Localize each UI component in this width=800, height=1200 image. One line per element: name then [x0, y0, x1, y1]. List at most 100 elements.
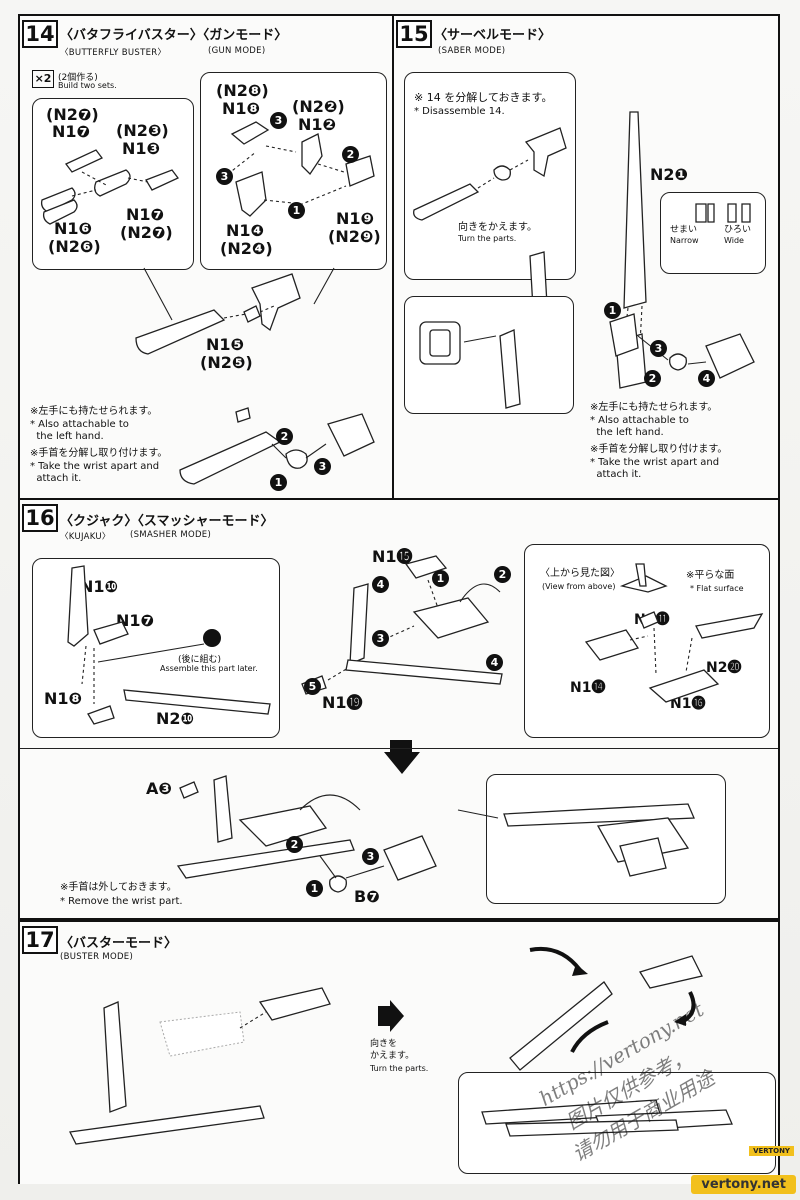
view-from-above-jp: 〈上から見た図〉: [540, 568, 620, 579]
note-left-hand-en: * Also attachable to the left hand.: [590, 415, 689, 438]
step-number: 14: [22, 20, 58, 48]
part-code: N1❼: [126, 205, 165, 224]
step-number: 17: [22, 926, 58, 954]
step-marker: 1: [306, 880, 323, 897]
step-marker: 3: [270, 112, 287, 129]
part-code: (N2❻): [48, 237, 101, 256]
part-code: (N2❸): [116, 121, 169, 140]
brand-badge-small: VERTONY: [749, 1146, 794, 1156]
part-code: N1❺: [206, 335, 245, 354]
part-code: (N2❼): [46, 105, 99, 124]
brand-badge: vertony.net: [691, 1175, 796, 1194]
disassemble-jp: ※ 14 を分解しておきます。: [414, 91, 553, 104]
step-marker: 2: [494, 566, 511, 583]
step-title-jp: 〈バタフライバスター〉〈ガンモード〉: [60, 28, 288, 43]
build-count-badge: ×2: [32, 70, 54, 88]
down-arrow-icon: [384, 740, 420, 774]
part-code: N1⓮: [570, 680, 606, 696]
part-code: B❼: [354, 887, 380, 906]
detail-drawing: [419, 321, 521, 409]
part-code: (N2❼): [120, 223, 173, 242]
part-code: N1❷: [298, 115, 337, 134]
part-code: N1❽: [222, 99, 261, 118]
note-wrist-jp: ※手首は外しておきます。: [60, 882, 177, 893]
step-marker: 3: [650, 340, 667, 357]
narrow-en: Narrow: [670, 236, 699, 245]
right-arrow-icon: [378, 1000, 404, 1032]
part-code: N1❿: [80, 577, 119, 596]
part-code: (N2❹): [220, 239, 273, 258]
hand-attach-drawing: [179, 407, 375, 485]
gun-assembly-drawing: [135, 267, 335, 355]
step-marker: 1: [270, 474, 287, 491]
disassemble-box: [404, 72, 576, 280]
assemble-later-jp: (後に組む): [178, 655, 222, 665]
step-marker: 3: [362, 848, 379, 865]
note-wrist-en: * Remove the wrist part.: [60, 896, 183, 907]
disassemble-drawing: [413, 127, 567, 221]
step-marker: 1: [432, 570, 449, 587]
part-code: N1⓰: [670, 696, 706, 712]
section-divider: [20, 748, 778, 749]
step-title-en: (BUSTER MODE): [60, 952, 134, 962]
step-title-en: (SABER MODE): [438, 46, 506, 56]
step-mode-en: (SMASHER MODE): [130, 530, 212, 540]
step-mode-en: (GUN MODE): [208, 46, 266, 56]
flat-surface-jp: ※平らな面: [686, 570, 735, 581]
part-code: N1❾: [336, 209, 375, 228]
note-left-hand-jp: ※左手にも持たせられます。: [590, 402, 718, 413]
turn-parts-jp: 向きを かえます。: [370, 1039, 415, 1061]
narrow-jp: せまい: [670, 225, 698, 235]
barrel-parts-drawing: [40, 149, 180, 225]
step-number: 16: [22, 504, 58, 532]
part-code: (N2❷): [292, 97, 345, 116]
step-title-jp: 〈バスターモード〉: [60, 936, 178, 951]
wide-jp: ひろい: [724, 225, 752, 235]
note-left-hand-en: * Also attachable to the left hand.: [30, 419, 129, 442]
part-code: N1❻: [54, 219, 93, 238]
step-14-panel: 14 〈バタフライバスター〉〈ガンモード〉 〈BUTTERFLY BUSTER〉…: [18, 14, 394, 500]
width-icons: [695, 203, 751, 223]
note-left-hand-jp: ※左手にも持たせられます。: [30, 406, 158, 417]
step-marker: 2: [342, 146, 359, 163]
assemble-later-en: Assemble this part later.: [160, 664, 258, 673]
step-16-panel: 16 〈クジャク〉〈スマッシャーモード〉 〈KUJAKU〉 (SMASHER M…: [18, 498, 780, 920]
step-marker: 2: [286, 836, 303, 853]
part-code: (N2❽): [216, 81, 269, 100]
buster-assembly-right: [509, 947, 703, 1071]
part-code: N1❼: [52, 122, 91, 141]
smasher-held-drawing: [457, 803, 695, 877]
turn-parts-en: Turn the parts.: [370, 1064, 429, 1073]
note-wrist-en: * Take the wrist apart and attach it.: [590, 457, 720, 480]
step-15-panel: 15 〈サーベルモード〉 (SABER MODE) ※ 14 を分解しておきます…: [392, 14, 780, 500]
part-code: (N2❺): [200, 353, 253, 372]
part-code: N2❿: [156, 709, 195, 728]
step-marker: 3: [216, 168, 233, 185]
wing-parts-drawing: [584, 563, 764, 703]
flat-surface-en: * Flat surface: [690, 584, 744, 593]
part-code: N1❹: [226, 221, 265, 240]
step-marker: 3: [314, 458, 331, 475]
step-number: 15: [396, 20, 432, 48]
step-title-jp: 〈サーベルモード〉: [434, 28, 552, 43]
part-code: N2❶: [650, 165, 689, 184]
note-wrist-en: * Take the wrist apart and attach it.: [30, 461, 160, 484]
saber-assembly-drawing: [609, 313, 755, 379]
wide-en: Wide: [724, 236, 744, 245]
step-marker: 5: [304, 678, 321, 695]
part-code: (N2❾): [328, 227, 381, 246]
step-title-en: 〈KUJAKU〉: [60, 532, 111, 542]
step-marker: 1: [288, 202, 305, 219]
part-code: N1⓯: [372, 547, 413, 566]
step-marker: 4: [698, 370, 715, 387]
step-title-jp: 〈クジャク〉〈スマッシャーモード〉: [60, 514, 274, 529]
buster-final-drawing: [481, 1099, 733, 1137]
step-marker: 4: [372, 576, 389, 593]
disassemble-en: * Disassemble 14.: [414, 106, 505, 117]
stock-parts-drawing: [67, 565, 271, 725]
buster-assembly-left: [69, 987, 331, 1145]
build-jp: (2個作る): [58, 73, 98, 83]
part-code: N1❼: [116, 611, 155, 630]
note-wrist-jp: ※手首を分解し取り付けます。: [590, 444, 728, 455]
